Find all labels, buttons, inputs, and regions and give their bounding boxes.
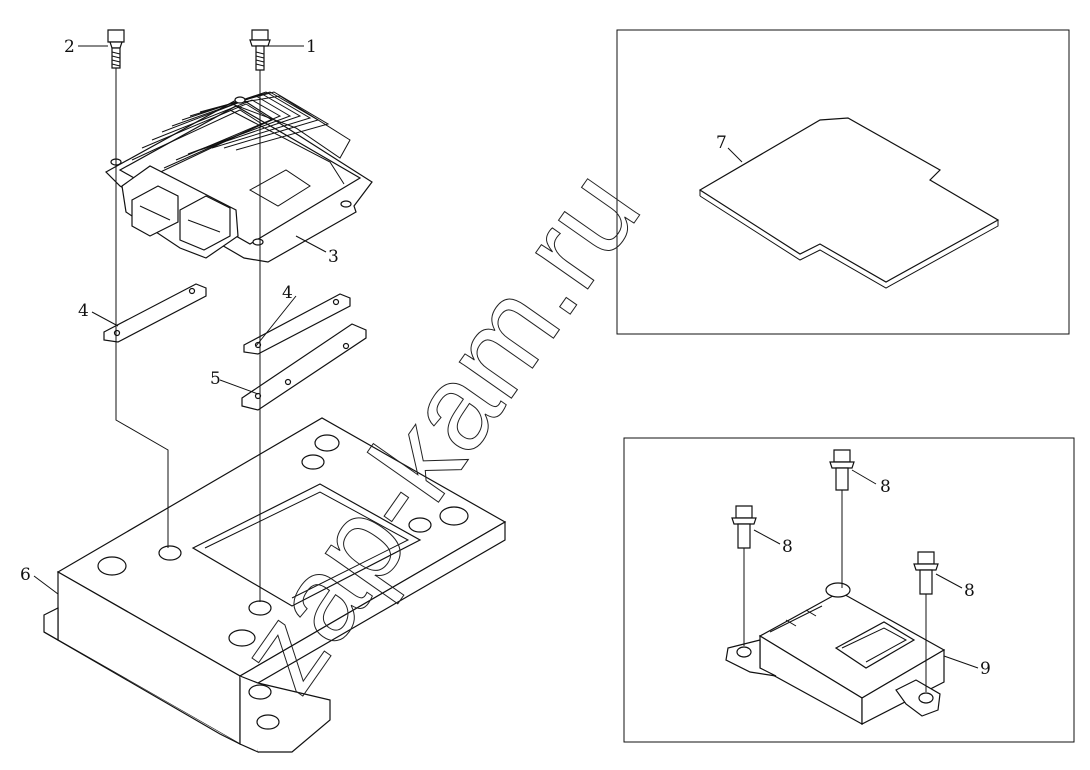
spacer-strip-part-4-right	[243, 293, 351, 355]
callout-9: 9	[980, 659, 991, 679]
callout-1: 1	[306, 37, 317, 57]
spacer-strip-part-4-left	[103, 283, 207, 343]
callout-3: 3	[328, 247, 339, 267]
alignment-lines-left	[115, 68, 261, 602]
callout-5: 5	[210, 369, 221, 389]
base-plate-part-6	[43, 417, 507, 753]
callout-7: 7	[716, 133, 727, 153]
inset-frame-part-7	[616, 29, 1070, 335]
callout-2: 2	[64, 37, 75, 57]
callout-6: 6	[20, 565, 31, 585]
callout-4-left: 4	[78, 301, 89, 321]
bolt-part-2	[107, 29, 125, 69]
spacer-strip-part-5	[241, 323, 367, 411]
inset-frame-parts-8-9	[623, 437, 1075, 743]
callout-8-left: 8	[782, 537, 793, 557]
callout-4-right: 4	[282, 283, 293, 303]
ecu-control-unit-part-3	[105, 91, 373, 263]
bolt-part-1	[249, 29, 271, 71]
callout-8-right: 8	[964, 581, 975, 601]
leader-lines	[33, 45, 979, 669]
callout-8-top: 8	[880, 477, 891, 497]
